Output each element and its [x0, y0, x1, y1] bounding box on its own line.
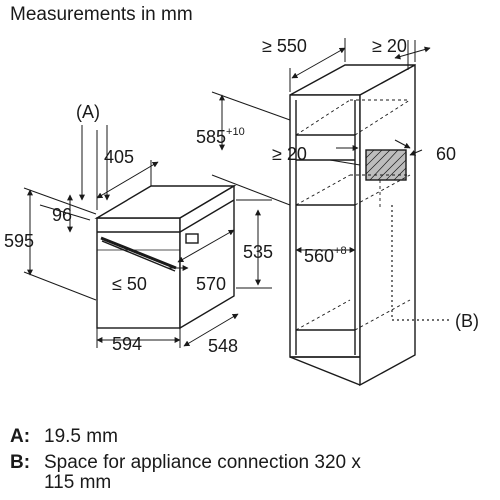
- cabinet-label-b: (B): [455, 311, 479, 331]
- legend-text-b-line2: 115 mm: [44, 472, 112, 493]
- cabinet-vent: [365, 149, 407, 181]
- cabinet-niche-height: 585: [196, 127, 226, 147]
- legend-key-b: B:: [10, 452, 31, 473]
- cabinet-min-gap-top: ≥ 20: [372, 36, 407, 56]
- cabinet-vent-depth: 60: [436, 144, 456, 164]
- oven-height-side: 535: [243, 242, 273, 262]
- oven-width: 594: [112, 334, 142, 354]
- oven-depth-body: 570: [196, 274, 226, 294]
- cabinet-niche-width: 560: [304, 246, 334, 266]
- cabinet-min-gap-back: ≥ 20: [272, 144, 307, 164]
- oven-depth-top: 405: [104, 147, 134, 167]
- page-title: Measurements in mm: [10, 4, 193, 25]
- cabinet-front: [289, 94, 361, 358]
- oven-height-total: 595: [4, 231, 34, 251]
- legend-text-a: 19.5 mm: [44, 426, 118, 447]
- legend-item-b-continued: 115 mm: [10, 472, 111, 494]
- legend-text-b-line1: Space for appliance connection 320 x: [44, 452, 361, 473]
- cabinet-side: [359, 63, 416, 387]
- oven-front: [96, 217, 181, 329]
- installation-diagram: (A) 405 96 595 535 ≤ 50 570 594 548: [4, 36, 479, 387]
- cabinet-min-depth: ≥ 550: [262, 36, 307, 56]
- oven-label-a: (A): [76, 102, 100, 122]
- oven-dimension-lines: [23, 125, 272, 348]
- svg-text:585+10: 585+10: [196, 126, 245, 147]
- legend-key-a: A:: [10, 426, 31, 447]
- oven-drawing: [94, 184, 237, 330]
- svg-text:560+8: 560+8: [304, 245, 347, 266]
- oven-handle: [100, 236, 177, 270]
- legend-item-a: A: 19.5 mm: [10, 426, 118, 448]
- cabinet-hidden-lines: [295, 99, 411, 331]
- oven-height-front: 96: [52, 205, 72, 225]
- oven-max-gap: ≤ 50: [112, 274, 147, 294]
- connection-space-line: [391, 205, 452, 321]
- cabinet-niche-width-tolerance: +8: [334, 245, 347, 257]
- legend-item-b: B: Space for appliance connection 320 x: [10, 452, 361, 474]
- cabinet-dimension-lines: [211, 38, 431, 253]
- cabinet-drawing: [289, 63, 416, 387]
- cabinet-niche-height-tolerance: +10: [226, 126, 245, 138]
- oven-depth-total: 548: [208, 336, 238, 356]
